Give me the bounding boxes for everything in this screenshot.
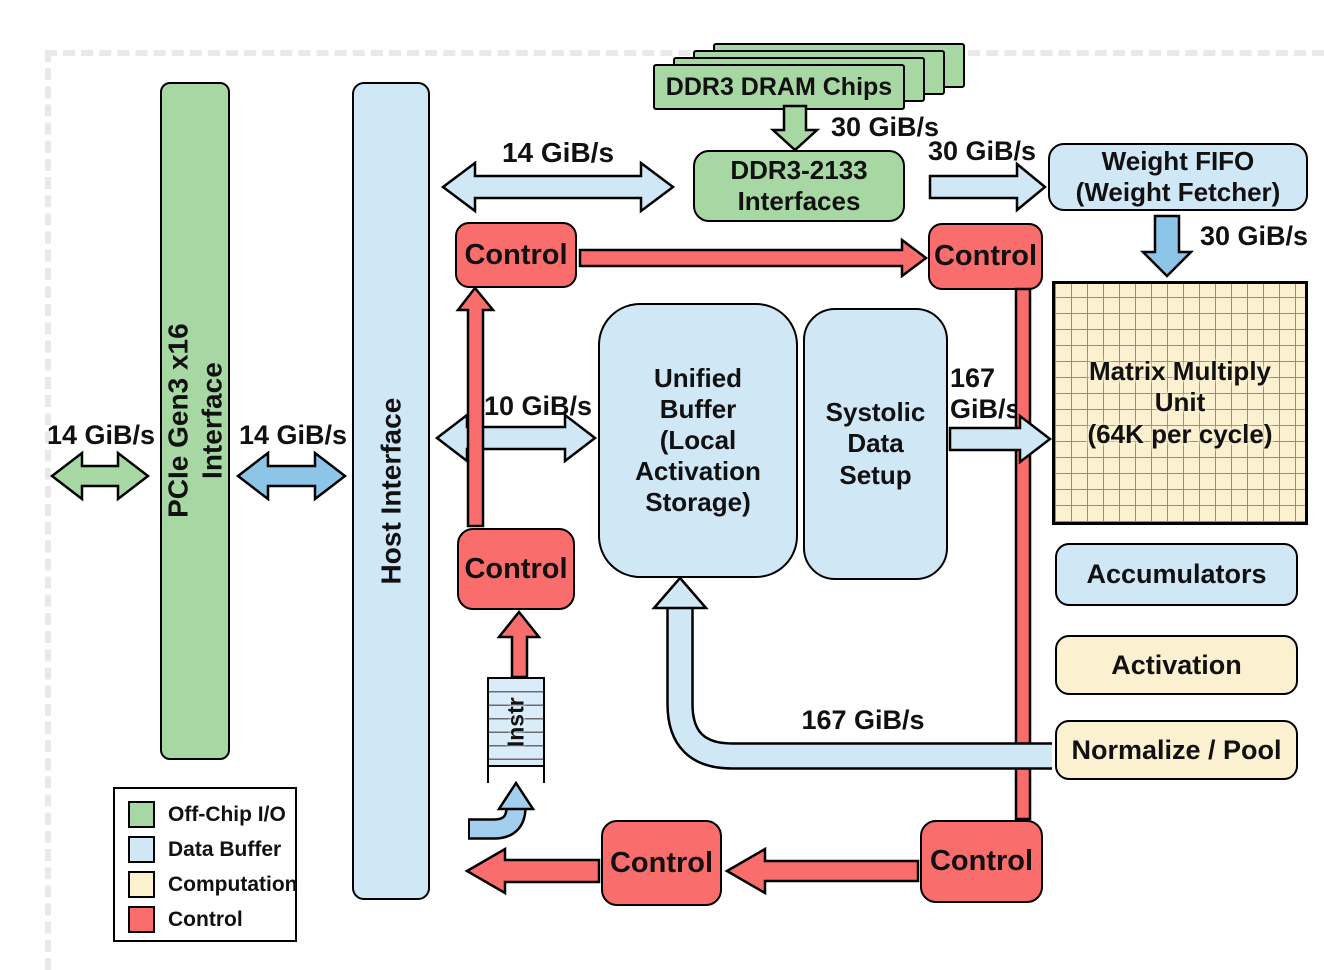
legend-row-control: Control xyxy=(128,906,295,933)
control-line-topright-bottomright xyxy=(1014,287,1032,821)
dram-chips-box: DDR3 DRAM Chips xyxy=(653,64,905,110)
ub-line1: Unified xyxy=(653,362,743,393)
legend-label-computation: Computation xyxy=(168,872,298,896)
legend-swatch-control xyxy=(128,906,155,933)
legend-box: Off-Chip I/O Data Buffer Computation Con… xyxy=(113,787,297,942)
legend-row-offchip: Off-Chip I/O xyxy=(128,801,295,828)
bw-label-sds-mmu-line2: GiB/s xyxy=(950,394,1021,425)
systolic-data-setup-box: Systolic Data Setup xyxy=(803,308,948,580)
control-line-bottomcenter-host xyxy=(464,846,601,896)
weight-fifo-box: Weight FIFO (Weight Fetcher) xyxy=(1048,143,1308,211)
weight-fifo-line1: Weight FIFO xyxy=(1101,145,1255,176)
legend-label-offchip-io: Off-Chip I/O xyxy=(168,802,286,826)
bw-label-pool-ub: 167 GiB/s xyxy=(801,705,925,735)
instruction-queue-box: Instr xyxy=(487,677,545,767)
activation-box: Activation xyxy=(1055,635,1298,695)
die-boundary-left xyxy=(45,50,51,970)
weight-fifo-line2: (Weight Fetcher) xyxy=(1075,177,1281,207)
control-label: Control xyxy=(464,238,568,271)
control-label: Control xyxy=(933,240,1038,272)
matrix-multiply-unit-box: Matrix Multiply Unit (64K per cycle) xyxy=(1052,281,1308,525)
control-box-bottom-right: Control xyxy=(920,820,1043,903)
normalize-pool-box: Normalize / Pool xyxy=(1055,720,1298,780)
legend-swatch-computation xyxy=(128,871,155,898)
arrow-host-instr xyxy=(468,780,536,840)
accumulators-label: Accumulators xyxy=(1086,559,1267,589)
control-box-top-left: Control xyxy=(455,222,577,288)
unified-buffer-box: Unified Buffer (Local Activation Storage… xyxy=(598,303,798,578)
control-label: Control xyxy=(929,845,1034,877)
bw-label-dram-ddr3: 30 GiB/s xyxy=(830,112,940,142)
arrow-ddr3-fifo xyxy=(928,161,1047,213)
arrow-host-ub xyxy=(434,412,598,464)
bw-label-host-ub: 10 GiB/s xyxy=(483,391,593,421)
pcie-interface-box: PCIe Gen3 x16 Interface xyxy=(160,82,230,760)
legend-swatch-offchip-io xyxy=(128,801,155,828)
control-label: Control xyxy=(464,552,568,585)
ddr3-interfaces-box: DDR3-2133 Interfaces xyxy=(693,150,905,222)
arrow-dram-ddr3 xyxy=(769,104,821,152)
ddr3-interfaces-line2: Interfaces xyxy=(737,186,861,216)
legend-row-databuffer: Data Buffer xyxy=(128,836,295,863)
control-box-mid-left: Control xyxy=(457,528,575,610)
bw-label-host-ddr3: 14 GiB/s xyxy=(501,137,615,168)
sds-line1: Systolic xyxy=(825,397,926,428)
bw-label-fifo-mmu: 30 GiB/s xyxy=(1199,221,1309,251)
control-label: Control xyxy=(609,846,714,879)
activation-label: Activation xyxy=(1111,649,1242,680)
mmu-line3: (64K per cycle) xyxy=(1087,418,1273,449)
mmu-line2: Unit xyxy=(1154,387,1206,418)
control-line-bottomright-bottomcenter xyxy=(724,846,920,896)
bw-label-sds-mmu-line1: 167 xyxy=(950,363,996,393)
control-line-topleft-topright xyxy=(578,237,929,279)
instruction-queue-extension xyxy=(487,766,545,783)
ub-line3: (Local xyxy=(659,424,737,455)
control-line-instr-midleft xyxy=(496,609,542,679)
bw-label-sds-mmu: 167 GiB/s xyxy=(950,363,1035,425)
dram-chips-label: DDR3 DRAM Chips xyxy=(665,72,893,101)
control-box-bottom-center: Control xyxy=(601,820,722,906)
ub-line2: Buffer xyxy=(659,393,737,424)
legend-label-control: Control xyxy=(168,907,243,931)
arrow-pcie-host xyxy=(235,450,348,502)
bw-label-pcie-host: 14 GiB/s xyxy=(238,420,348,450)
control-box-top-right: Control xyxy=(928,223,1043,290)
control-line-midleft-topleft xyxy=(455,285,496,528)
sds-line3: Setup xyxy=(839,459,912,490)
legend-label-data-buffer: Data Buffer xyxy=(168,837,282,861)
normalize-pool-label: Normalize / Pool xyxy=(1071,734,1282,765)
arrow-host-ddr3 xyxy=(440,160,676,214)
die-boundary-top xyxy=(45,50,1324,56)
host-interface-box: Host Interface xyxy=(352,82,430,900)
ub-line5: Storage) xyxy=(645,487,751,518)
arrow-external-pcie xyxy=(49,450,151,502)
sds-line2: Data xyxy=(847,428,904,459)
arrow-sds-mmu xyxy=(948,413,1053,465)
legend-swatch-data-buffer xyxy=(128,836,155,863)
bw-label-ddr3-fifo: 30 GiB/s xyxy=(927,136,1037,166)
accumulators-box: Accumulators xyxy=(1055,543,1298,606)
arrow-fifo-mmu xyxy=(1139,214,1195,278)
legend-row-computation: Computation xyxy=(128,871,298,898)
ddr3-interfaces-line1: DDR3-2133 xyxy=(730,154,868,185)
mmu-line1: Matrix Multiply xyxy=(1088,356,1271,387)
bw-label-pcie-external: 14 GiB/s xyxy=(46,420,156,450)
arrow-pool-ub xyxy=(651,576,1052,770)
ub-line4: Activation xyxy=(635,456,761,487)
